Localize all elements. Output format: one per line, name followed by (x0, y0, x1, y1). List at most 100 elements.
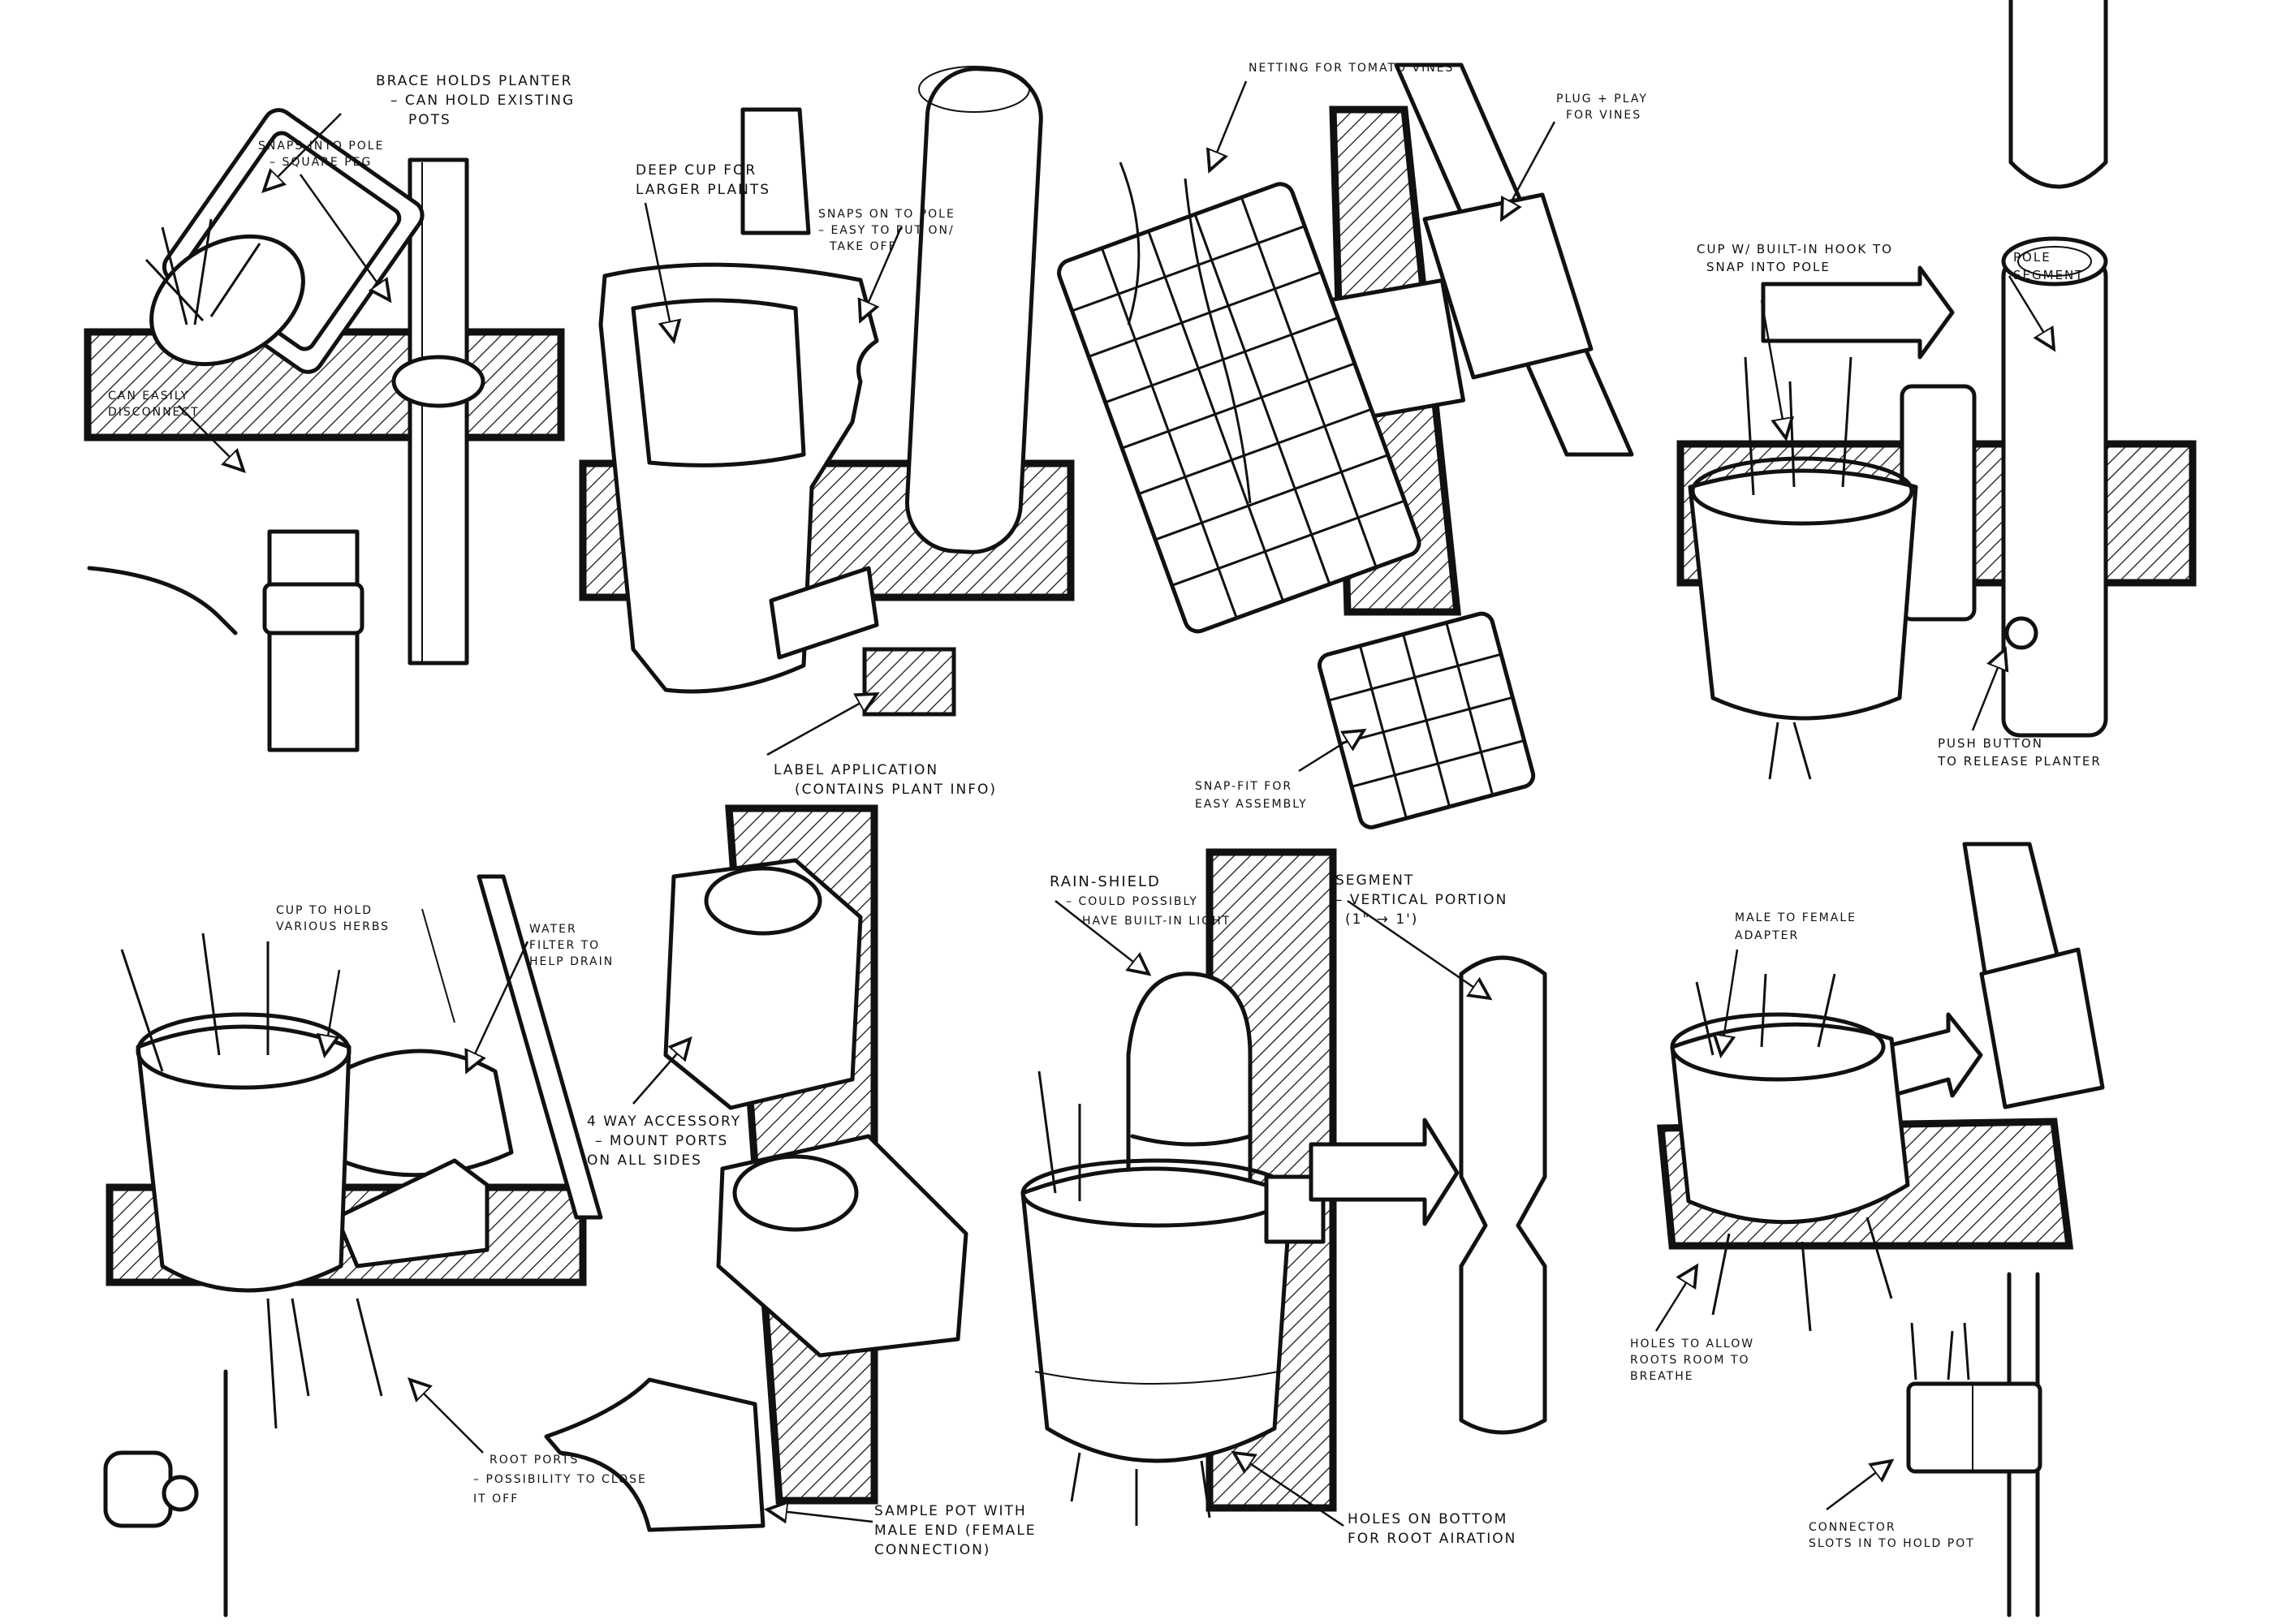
note-line: Push button (1938, 736, 2043, 751)
lower-pole (267, 529, 360, 752)
note-line: Holes to allow (1630, 1338, 1755, 1350)
note-snaps-on-to-pole: Snaps on to pole– easy to put on/take of… (818, 206, 955, 255)
roots-icon (1711, 1217, 1893, 1332)
note-line: Snaps into pole (258, 140, 385, 153)
pole-segment (2001, 257, 2108, 738)
note-line: Segment (1335, 872, 1415, 889)
note-line: Deep cup for (636, 162, 757, 179)
note-line: Can easily (108, 390, 190, 403)
note-line: roots room to (1630, 1354, 1750, 1367)
note-line: help drain (529, 955, 615, 968)
note-line: disconnect (108, 406, 200, 419)
note-root-ports: Root ports– possibility to closeit off (473, 1450, 647, 1509)
drain-pipe (339, 1049, 514, 1178)
note-snap-fit: Snap-fit for easy assembly (1195, 778, 1308, 813)
note-line: for vines (1566, 109, 1642, 122)
label-tab (769, 566, 879, 660)
panel-rain-shield (1020, 848, 1547, 1527)
note-water-filter: Waterfilter tohelp drain (529, 921, 614, 970)
panel-deep-cup (579, 66, 1075, 756)
label-plate (862, 647, 956, 717)
pole-collar (391, 355, 485, 408)
note-line: male end (female (874, 1523, 1037, 1539)
note-male-female-adapter: Male to femaleadapter (1735, 909, 1857, 945)
planter-cup (1688, 468, 1918, 721)
netting-segment-lower (1317, 611, 1536, 829)
panel-adapter (1654, 842, 2105, 1618)
note-line: Water (529, 923, 577, 936)
tube-pole (904, 67, 1043, 554)
note-line: Brace holds planter (376, 73, 573, 89)
note-line: Label application (774, 762, 939, 778)
disconnected-planter (87, 566, 238, 635)
plant-stems-icon (1695, 973, 1836, 1056)
top-bracket (740, 107, 811, 235)
lower-clip (262, 582, 364, 635)
pot-connector (1906, 1381, 2042, 1474)
mount-clip (1264, 1174, 1326, 1244)
note-line: Plug + play (1556, 93, 1648, 106)
note-four-way-accessory: 4 way accessory– mount portson all sides (587, 1112, 741, 1170)
mini-pot-icon (103, 1450, 173, 1528)
note-line: (contains plant info) (795, 782, 997, 798)
male-female-adapter (1979, 947, 2105, 1109)
direction-arrow (1761, 265, 1955, 360)
note-deep-cup: Deep cup for larger plants (636, 161, 770, 200)
note-holes-to-allow-roots: Holes to allowroots room tobreathe (1630, 1336, 1754, 1385)
note-netting: Netting for tomato vines (1249, 58, 1454, 78)
note-line: – could possibly (1066, 895, 1198, 908)
note-line: – vertical portion (1335, 892, 1508, 908)
note-line: 4 way accessory (587, 1114, 742, 1130)
note-line: – possibility to close (473, 1473, 647, 1486)
diagonal-pole (477, 874, 603, 1220)
roots-icon (1768, 722, 1812, 780)
note-line: – square peg (270, 156, 373, 169)
note-line: Netting for tomato vines (1249, 62, 1455, 75)
connector-box (334, 1158, 490, 1269)
note-snaps-into-pole: Snaps into pole – square peg (258, 138, 384, 170)
note-line: Snap-fit for (1195, 780, 1293, 793)
note-line: larger plants (636, 182, 771, 198)
plant-stems-icon (120, 933, 270, 1072)
pole (408, 157, 469, 666)
note-plug-and-play: Plug + play for vines (1556, 91, 1648, 123)
note-can-easily-disconnect: Can easily disconnect (108, 388, 200, 420)
note-line: for root airation (1348, 1531, 1517, 1547)
vertical-segment (1459, 955, 1547, 1435)
note-line: Pole (2013, 250, 2051, 265)
note-line: Rain-shield (1050, 873, 1161, 890)
note-line: snap into pole (1706, 260, 1831, 274)
note-line: Cup to hold (276, 904, 373, 917)
four-way-block-lower (716, 1134, 968, 1358)
roots-icon (266, 1298, 383, 1429)
plant-leaves-icon (144, 218, 261, 325)
planter-pot (149, 234, 305, 367)
plant-stems-icon (1910, 1322, 1970, 1381)
note-cup-with-hook: Cup w/ built-in hook to snap into pole (1697, 240, 1893, 276)
note-line: Holes on bottom (1348, 1511, 1508, 1527)
panel-hook-cup (1676, 0, 2197, 780)
panel-tomato-netting (1057, 62, 1634, 829)
note-brace-holds-planter: Brace holds planter – can hold existing po… (376, 71, 575, 130)
note-line: – can hold existing (390, 93, 576, 109)
panel-brace-planter (84, 108, 565, 752)
note-line: segment (2013, 268, 2085, 282)
note-line: pots (408, 112, 451, 128)
four-way-block-upper (663, 858, 863, 1110)
plant-stems-icon (1037, 1070, 1081, 1201)
push-button-icon (2004, 616, 2038, 650)
note-label-application: Label application (contains plant info) (774, 760, 997, 799)
note-line: Cup w/ built-in hook to (1697, 242, 1893, 256)
netting-grid (1057, 182, 1421, 634)
note-sample-pot: Sample pot withmale end (femaleconnectio… (874, 1501, 1037, 1560)
note-line: Connector (1809, 1521, 1896, 1534)
note-line: it off (473, 1493, 520, 1506)
note-line: (1" → 1') (1345, 911, 1419, 928)
note-rain-shield: Rain-shield– could possiblyhave built-in… (1050, 872, 1231, 931)
herb-cup (136, 1024, 352, 1293)
note-line: connection) (874, 1542, 991, 1558)
note-line: easy assembly (1195, 798, 1308, 811)
note-line: slots in to hold pot (1809, 1537, 1975, 1550)
note-line: various herbs (276, 920, 390, 933)
